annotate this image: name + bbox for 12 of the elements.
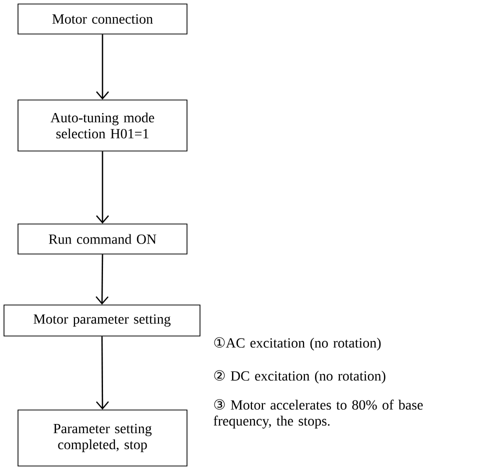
arrow bbox=[96, 151, 109, 224]
process-box: Auto-tuning mode selection H01=1 bbox=[18, 100, 188, 152]
process-box: Motor parameter setting bbox=[4, 304, 200, 336]
process-box: Run command ON bbox=[18, 224, 188, 254]
note-text: ② DC excitation (no rotation) bbox=[214, 370, 386, 384]
note-text: ①AC excitation (no rotation) bbox=[214, 337, 381, 351]
process-box: Parameter setting completed, stop bbox=[18, 410, 188, 466]
arrow bbox=[96, 336, 109, 410]
process-box: Motor connection bbox=[18, 4, 188, 34]
arrow bbox=[96, 34, 109, 100]
arrow bbox=[96, 254, 109, 305]
note-text: ③ Motor accelerates to 80% of base frequency, the stops. bbox=[214, 399, 423, 429]
